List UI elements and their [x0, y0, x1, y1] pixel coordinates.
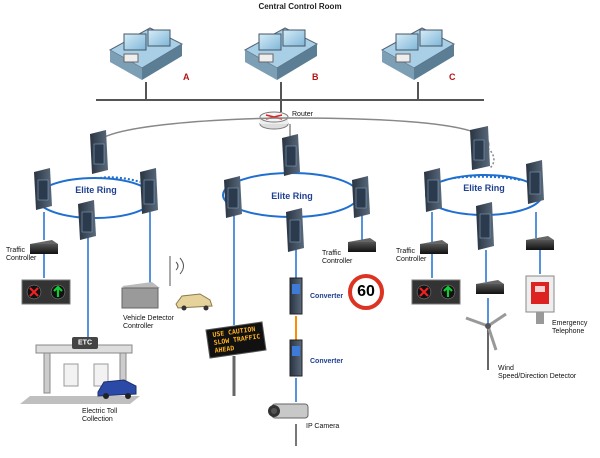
vehicle-detector-label: Vehicle Detector Controller: [123, 315, 174, 330]
elite-ring-1: [36, 177, 154, 219]
switch-icon: [282, 134, 300, 176]
switch-icon: [352, 176, 370, 218]
lane-signal-icon: [411, 279, 461, 305]
controller-box: [526, 236, 554, 250]
ring-label: Elite Ring: [75, 185, 117, 195]
workstation-a: [108, 27, 184, 80]
switch-icon: [526, 160, 544, 204]
ip-camera-icon: [268, 403, 309, 446]
switch-icon: [224, 176, 242, 218]
page-title: Central Control Room: [258, 2, 342, 11]
toll-gantry-icon: [20, 337, 140, 404]
switch-icon: [476, 202, 494, 250]
traffic-controller-label: Traffic Controller: [396, 248, 427, 263]
traffic-controller-box: [348, 238, 376, 252]
etc-sign: ETC: [78, 339, 92, 347]
lane-signal-icon: [21, 279, 71, 305]
converter-icon: [289, 277, 303, 315]
workstation-label-a: A: [183, 72, 190, 82]
wind-detector-label: Wind Speed/Direction Detector: [498, 365, 577, 380]
switch-icon: [470, 126, 490, 170]
workstation-label-c: C: [449, 72, 456, 82]
switch-icon: [140, 168, 158, 214]
backbone-ring: [94, 117, 490, 151]
router-label: Router: [292, 111, 314, 118]
traffic-controller-label: Traffic Controller: [322, 250, 353, 265]
electric-toll-label: Electric Toll Collection: [82, 408, 118, 423]
workstation-b: [243, 27, 319, 80]
switch-icon: [286, 208, 304, 252]
switch-icon: [34, 168, 52, 210]
emergency-telephone-icon: [525, 275, 555, 324]
ip-camera-label: IP Camera: [306, 423, 340, 430]
traffic-controller-box: [420, 240, 448, 254]
converter-icon: [289, 339, 303, 377]
ring-label: Elite Ring: [271, 191, 313, 201]
ring-label: Elite Ring: [463, 183, 505, 193]
switch-icon: [424, 168, 442, 212]
converter-label: Converter: [310, 358, 344, 365]
switch-icon: [90, 130, 108, 174]
speed-limit-sign-icon: [348, 274, 384, 310]
converter-label: Converter: [310, 293, 344, 300]
workstation-c: [380, 27, 456, 80]
traffic-controller-label: Traffic Controller: [6, 247, 37, 262]
vehicle-detector-icon: [121, 256, 184, 309]
workstation-label-b: B: [312, 72, 319, 82]
emergency-telephone-label: Emergency Telephone: [552, 320, 588, 335]
traffic-controller-box: [30, 240, 58, 254]
wind-detector-icon: [465, 312, 507, 370]
car-icon: [175, 293, 213, 311]
speed-limit-value: 60: [357, 283, 375, 300]
router-icon: [259, 111, 289, 130]
controller-box: [476, 280, 504, 294]
message-sign-icon: [205, 321, 267, 396]
switch-icon: [78, 200, 96, 240]
